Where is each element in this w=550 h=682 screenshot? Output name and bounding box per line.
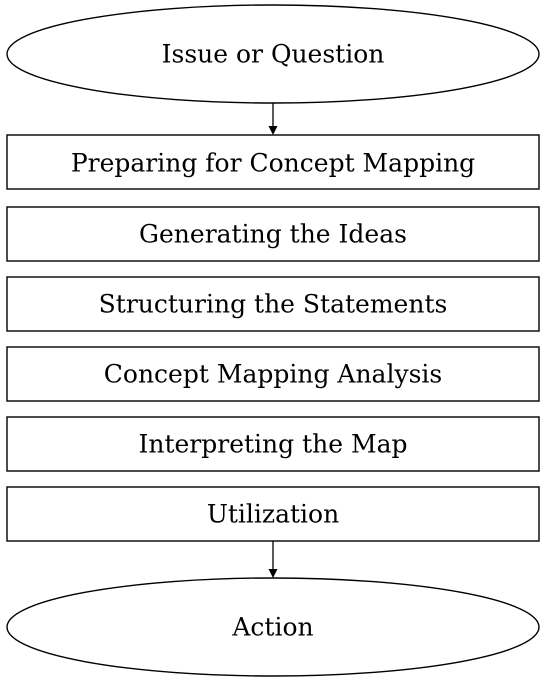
start-node: Issue or Question xyxy=(6,4,540,104)
step-structuring: Structuring the Statements xyxy=(6,276,540,332)
end-node: Action xyxy=(6,577,540,677)
step-label: Concept Mapping Analysis xyxy=(104,360,442,389)
step-box xyxy=(6,416,540,472)
step-box xyxy=(6,206,540,262)
arrow-start-to-step1 xyxy=(268,103,278,135)
step-box xyxy=(6,486,540,542)
start-label: Issue or Question xyxy=(162,40,385,69)
step-label: Generating the Ideas xyxy=(139,220,407,249)
step-label: Structuring the Statements xyxy=(99,290,448,319)
step-box xyxy=(6,346,540,402)
end-ellipse xyxy=(6,577,540,677)
step-box xyxy=(6,276,540,332)
step-interpreting: Interpreting the Map xyxy=(6,416,540,472)
step-box xyxy=(6,134,540,190)
step-analysis: Concept Mapping Analysis xyxy=(6,346,540,402)
step-label: Utilization xyxy=(207,500,339,529)
step-label: Preparing for Concept Mapping xyxy=(71,149,475,178)
step-utilization: Utilization xyxy=(6,486,540,542)
step-generating: Generating the Ideas xyxy=(6,206,540,262)
step-label: Interpreting the Map xyxy=(138,430,407,459)
step-preparing: Preparing for Concept Mapping xyxy=(6,134,540,190)
arrow-step6-to-end xyxy=(268,541,278,578)
end-label: Action xyxy=(231,613,313,642)
